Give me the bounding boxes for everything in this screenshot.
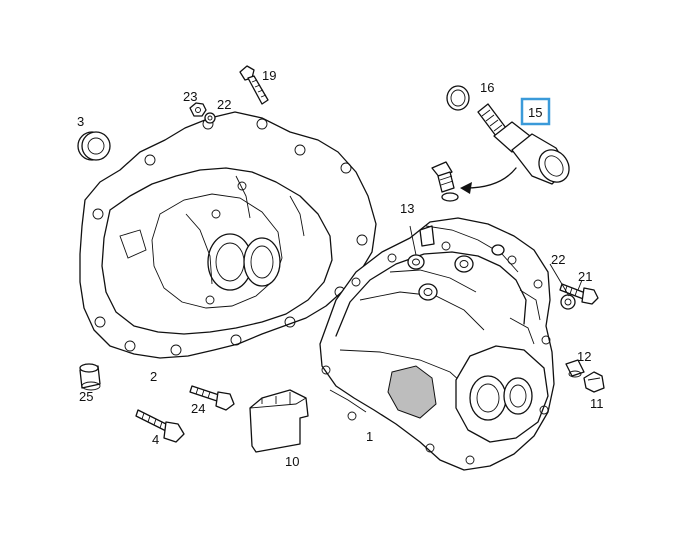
callout-22-right: 22 [551,252,565,267]
highlight-box-15 [520,97,551,126]
part-15-sensor [477,103,570,185]
callout-2: 2 [150,369,157,384]
part-3-seal [77,131,111,161]
callout-19: 19 [262,68,276,83]
callout-4: 4 [152,432,159,447]
part-25-bush [79,363,101,391]
part-11-plug [583,371,605,393]
part-2-clutch-housing [79,111,377,359]
callout-10: 10 [285,454,299,469]
callout-11: 11 [590,396,604,411]
part-23-nut [189,102,207,117]
part-12-plug [565,359,585,378]
part-16-o-ring [446,85,470,111]
sensor-arrow [460,167,517,194]
callout-25: 25 [79,389,93,404]
part-21-bolt [559,283,599,305]
part-4-bolt [135,409,185,443]
callout-16: 16 [480,80,494,95]
part-19-bolt [239,65,269,105]
part-22-washer-top [204,112,216,124]
part-22-washer-right [560,294,576,310]
small-plug [431,161,459,202]
part-13-seal [407,225,425,270]
callout-1: 1 [366,429,373,444]
part-24-bolt [189,385,235,411]
callout-21: 21 [578,269,592,284]
part-10-cover [249,389,309,453]
callout-12: 12 [577,349,591,364]
callout-labels: 1 2 3 4 10 11 12 13 16 19 21 22 22 23 24… [77,68,604,469]
callout-24: 24 [191,401,205,416]
part-1-transmission-case [319,217,555,471]
callout-22-top: 22 [217,97,231,112]
callout-13: 13 [400,201,414,216]
callout-15: 15 [528,105,542,120]
callout-23: 23 [183,89,197,104]
leader-lines [549,263,583,297]
callout-3: 3 [77,114,84,129]
